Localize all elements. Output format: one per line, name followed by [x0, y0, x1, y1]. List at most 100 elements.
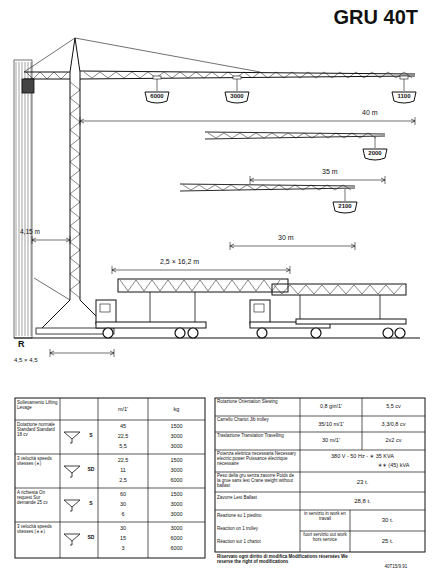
hook-symbol — [70, 507, 72, 511]
data-table-border — [215, 398, 425, 552]
dimension-tick — [50, 349, 51, 357]
hook-symbol — [64, 500, 80, 507]
load-value: 2000 — [362, 148, 388, 159]
support — [195, 292, 196, 322]
table-rule — [215, 450, 425, 451]
counter-jib-tie — [24, 38, 75, 72]
stay — [34, 278, 70, 300]
dimension-35m — [250, 180, 385, 181]
table-cell: Traslazione Translation Travelling — [217, 434, 298, 439]
table-cell: 25 t. — [352, 538, 423, 545]
table-cell: Réaction sur 1 chariot — [217, 540, 298, 545]
dimension-arrow — [351, 244, 355, 248]
dimension-4-15m — [32, 240, 70, 241]
building-hatch — [25, 62, 26, 336]
table-cell: Reazione su 1 piedino — [217, 514, 298, 519]
trolley — [400, 76, 408, 79]
table-rule — [15, 488, 205, 489]
table-cell: m/1' — [100, 406, 146, 412]
building-hatch — [31, 62, 32, 336]
table-cell: 3000 — [150, 443, 203, 449]
hook-block-shape — [363, 149, 387, 160]
title: GRU 40T — [334, 6, 418, 28]
dimension-tick — [112, 266, 113, 274]
hook-symbol — [64, 534, 80, 541]
table-cell: 45 — [100, 423, 146, 429]
table-rule — [362, 398, 363, 450]
table-cell: Rotazione Orientation Slewing — [217, 400, 298, 405]
table-cell: Carrello Chariot Jib trolley — [217, 418, 298, 423]
table-cell: 3,3/0,8 cv — [364, 421, 423, 427]
dimension-label: 35 m — [322, 168, 356, 176]
dimension-arrow — [381, 178, 385, 182]
table-cell: 6000 — [150, 535, 203, 541]
table-cell: Reaction on 1 trolley — [217, 527, 298, 532]
building-hatch — [16, 62, 17, 336]
hook-symbol — [64, 432, 80, 439]
table-rule — [215, 510, 425, 511]
jib-chord — [180, 184, 355, 186]
table-cell: 30 — [100, 501, 146, 507]
wheel — [395, 328, 405, 338]
table-cell: kg — [150, 406, 203, 412]
dimension-tick — [250, 176, 251, 184]
support — [380, 295, 381, 319]
table-cell: Potenza elettrica necessaria Necessary e… — [217, 452, 298, 467]
dimension-arrow — [110, 351, 114, 355]
hook-block-shape — [225, 92, 249, 103]
trolley — [233, 76, 241, 79]
truck-cab — [96, 300, 116, 324]
cat-head — [70, 38, 80, 72]
truck-window — [100, 304, 110, 312]
table-cell: 2x2 cv — [364, 437, 423, 443]
table-rule — [215, 432, 425, 433]
load-value: 6000 — [144, 91, 170, 102]
dimension-tick — [415, 117, 416, 125]
folded-jib — [272, 284, 406, 295]
dimension-arrow — [411, 119, 415, 123]
hook-rope — [404, 78, 405, 91]
table-cell: 5,5 cv — [364, 403, 423, 409]
table-rule — [215, 416, 425, 417]
dimension-tick — [290, 266, 291, 274]
table-cell: 3000 — [150, 501, 203, 507]
dimension-tick — [230, 242, 231, 250]
table-rule — [300, 531, 425, 532]
dimension-tick — [385, 176, 386, 184]
building-hatch — [22, 62, 23, 336]
trailer — [296, 319, 406, 324]
footer-note: Riservato ogni diritto di modifica Modif… — [217, 555, 357, 565]
table-cell: A richiesta On request Sur demande 25 cv — [17, 491, 59, 506]
table-cell: SD — [85, 467, 97, 473]
wheel — [311, 328, 321, 338]
table-cell: S — [85, 433, 97, 439]
wheel — [188, 328, 198, 338]
table-rule — [15, 522, 205, 523]
ground-line — [14, 338, 420, 339]
table-rule — [15, 420, 205, 421]
hook-rope — [345, 189, 346, 201]
jib-chord — [205, 132, 385, 134]
dimension-arrow — [50, 351, 54, 355]
truck-window — [254, 304, 264, 312]
dimension-transport — [112, 270, 290, 271]
table-cell: 1500 — [150, 457, 203, 463]
hook-block: 2100 — [332, 201, 358, 214]
hook-block-shape — [145, 92, 169, 103]
hook-block: 3000 — [224, 91, 250, 104]
table-cell: S — [85, 501, 97, 507]
table-cell: 6000 — [150, 545, 203, 551]
hook-block: 1100 — [391, 91, 417, 104]
hook-rope — [375, 137, 376, 148]
hook-block: 6000 — [144, 91, 170, 104]
crane-base — [36, 328, 114, 334]
dimension-tick — [114, 349, 115, 357]
table-cell: 3000 — [150, 467, 203, 473]
hook-block-shape — [333, 202, 357, 213]
table-rule — [15, 454, 205, 455]
wheel — [103, 328, 113, 338]
dimension-arrow — [32, 238, 36, 242]
load-value: 1100 — [391, 91, 417, 102]
table-cell: 1500 — [150, 423, 203, 429]
lattice-bracing — [26, 72, 68, 79]
